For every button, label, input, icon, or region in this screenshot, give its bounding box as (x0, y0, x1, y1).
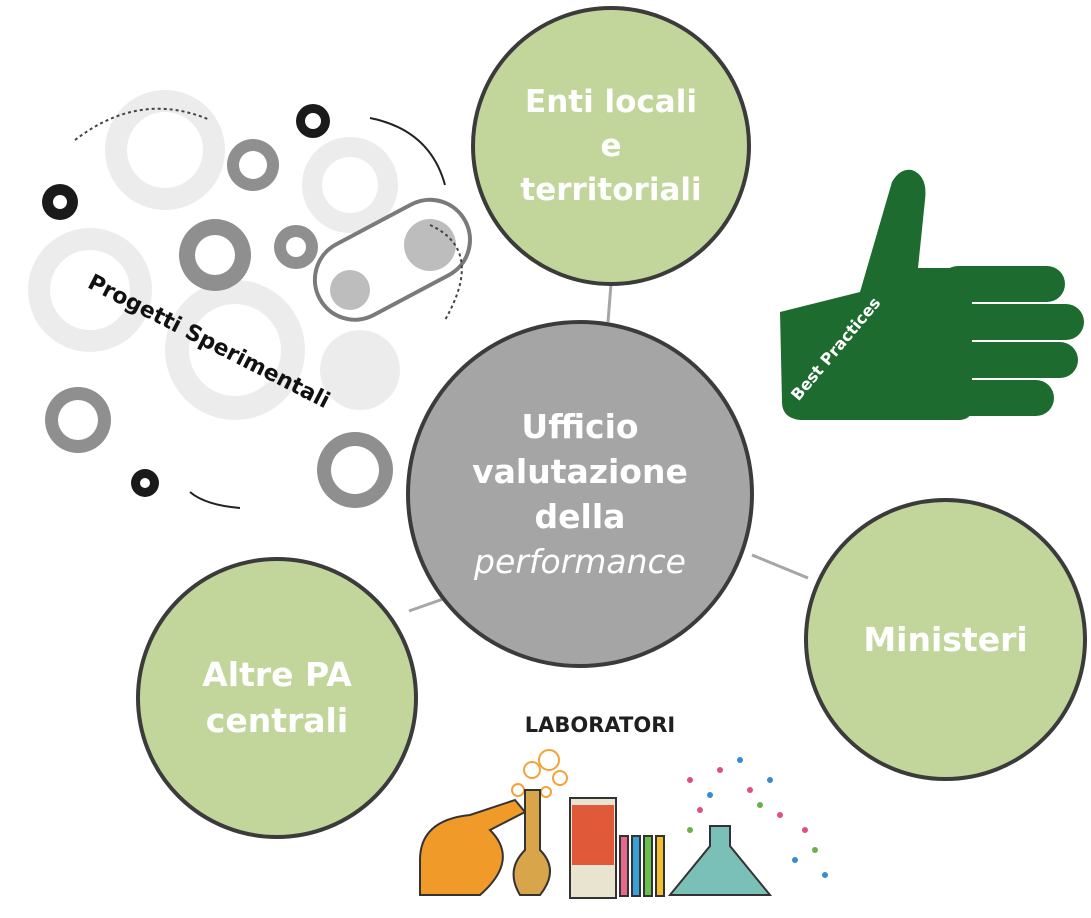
connector-lines (408, 283, 809, 613)
node-enti-line3: territoriali (520, 172, 702, 208)
gears-illustration (28, 90, 472, 509)
connector-left (408, 596, 447, 613)
center-line1: Ufficio (521, 407, 639, 446)
node-ministeri: Ministeri (804, 498, 1087, 781)
node-enti-line2: e (600, 128, 622, 164)
thumbs-up-icon (780, 169, 1084, 420)
node-enti-locali: Enti locali e territoriali (471, 6, 751, 286)
connector-right (751, 553, 809, 580)
center-line3: della (534, 497, 626, 536)
node-altre-line1: Altre PA (202, 655, 352, 694)
laboratori-label: LABORATORI (524, 713, 676, 737)
node-altre-line2: centrali (205, 701, 349, 740)
laboratory-illustration (419, 749, 828, 899)
node-enti-line1: Enti locali (525, 84, 697, 120)
connector-top (606, 283, 613, 323)
center-line4: performance (474, 542, 686, 581)
center-line2: valutazione (472, 452, 688, 491)
node-altre-pa: Altre PA centrali (136, 557, 418, 839)
node-ministeri-label: Ministeri (863, 620, 1028, 659)
node-ufficio-valutazione: Ufficio valutazione della performance (406, 320, 754, 668)
